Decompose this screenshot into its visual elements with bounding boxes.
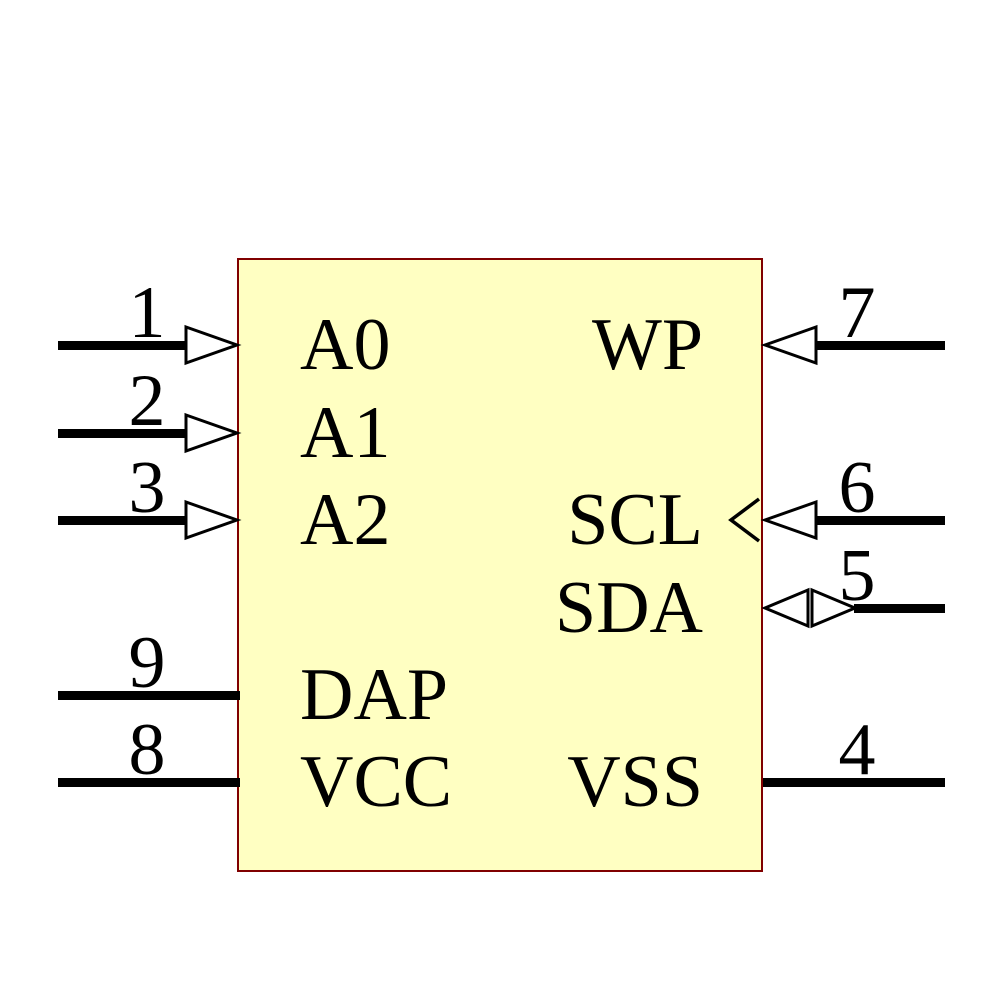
pin-9-number: 9 bbox=[128, 622, 166, 704]
pin-3-input-arrow-icon bbox=[184, 499, 242, 541]
pin-9-wire bbox=[58, 691, 240, 700]
pin-6-number: 6 bbox=[838, 447, 876, 529]
pin-2-number: 2 bbox=[128, 360, 166, 442]
pin-2-wire bbox=[58, 429, 188, 438]
pin-8-number: 8 bbox=[128, 709, 166, 791]
pin-6-wire bbox=[812, 516, 945, 525]
component-body bbox=[237, 258, 763, 872]
pin-4-number: 4 bbox=[838, 709, 876, 791]
pin-7-number: 7 bbox=[838, 272, 876, 354]
pin-4-wire bbox=[763, 778, 945, 787]
pin-5-number: 5 bbox=[838, 535, 876, 617]
pin-1-wire bbox=[58, 341, 188, 350]
pin-6-clock-marker-icon bbox=[728, 497, 761, 543]
pin-2-input-arrow-icon bbox=[184, 412, 242, 454]
pin-7-input-arrow-icon bbox=[760, 324, 818, 366]
pin-7-wire bbox=[812, 341, 945, 350]
pin-1-number: 1 bbox=[128, 272, 166, 354]
pin-6-input-arrow-icon bbox=[760, 499, 818, 541]
pin-vcc-label: VCC bbox=[300, 741, 453, 823]
pin-8-wire bbox=[58, 778, 240, 787]
pin-dap-label: DAP bbox=[300, 654, 449, 736]
pin-vss-label: VSS bbox=[567, 741, 703, 823]
pin-5-bidirectional-arrow-icon bbox=[761, 587, 859, 629]
pin-5-wire bbox=[854, 604, 945, 613]
pin-a0-label: A0 bbox=[300, 304, 391, 386]
pin-sda-label: SDA bbox=[554, 567, 703, 649]
pin-3-wire bbox=[58, 516, 188, 525]
pin-a2-label: A2 bbox=[300, 479, 391, 561]
pin-wp-label: WP bbox=[592, 304, 703, 386]
pin-a1-label: A1 bbox=[300, 392, 391, 474]
pin-scl-label: SCL bbox=[567, 479, 703, 561]
pin-1-input-arrow-icon bbox=[184, 324, 242, 366]
pin-3-number: 3 bbox=[128, 447, 166, 529]
